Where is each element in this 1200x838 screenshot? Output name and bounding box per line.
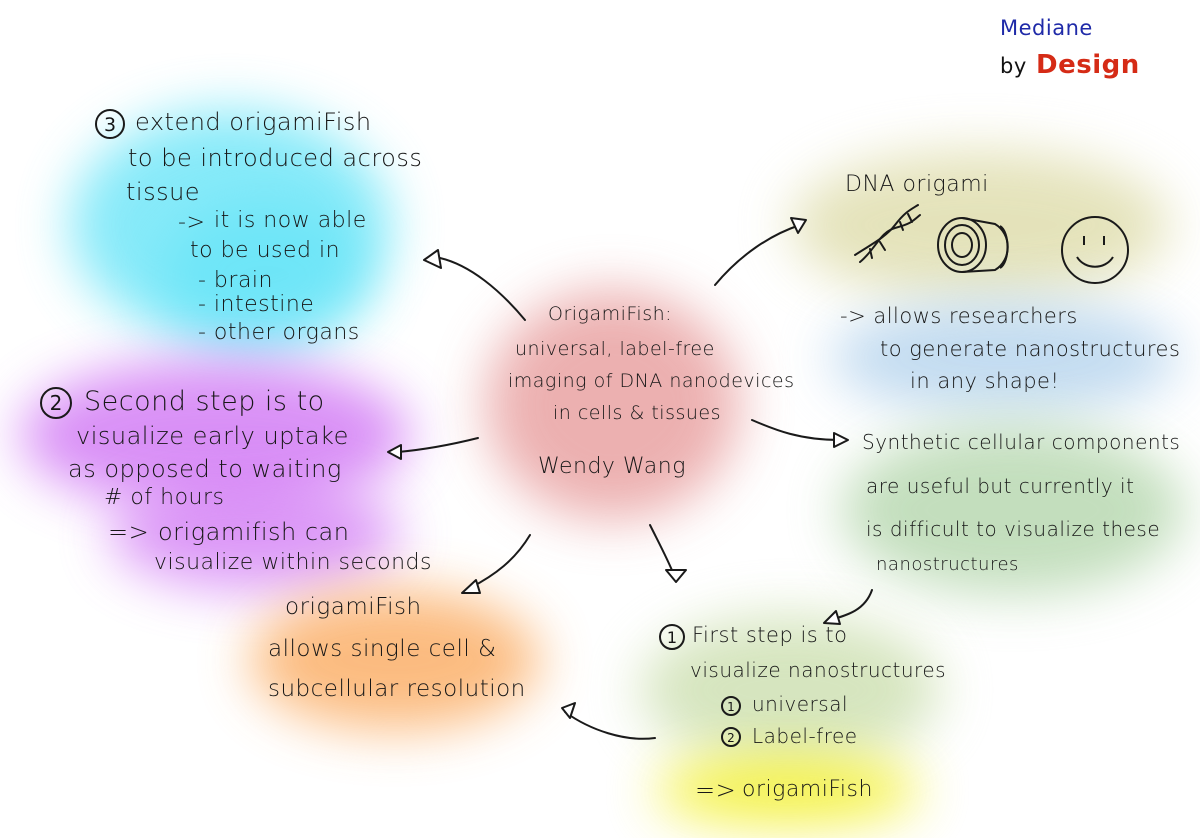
- resolution-line3: subcellular resolution: [268, 676, 526, 702]
- pink-highlight: [485, 290, 740, 520]
- step2-line2: visualize early uptake: [76, 422, 349, 450]
- step2-arrow: =>: [108, 518, 150, 546]
- step3-line1: extend origamiFish: [135, 108, 372, 136]
- sub2-circle: [721, 727, 741, 747]
- step3-item-intestine: - intestine: [198, 292, 315, 317]
- arrow-step1-to-resolution: [564, 711, 656, 740]
- cyan-highlight-2: [160, 200, 370, 350]
- step3-line4: it is now able: [214, 208, 367, 233]
- arrow-to-dna: [714, 224, 801, 286]
- step3-circle: [95, 109, 125, 139]
- center-author: Wendy Wang: [538, 454, 686, 479]
- origami-roll-icon: [937, 217, 1009, 273]
- step3-item-brain: - brain: [198, 268, 273, 293]
- sub2-number: 2: [727, 731, 735, 745]
- step1-line1: First step is to: [692, 623, 848, 647]
- light-green-highlight: [640, 615, 940, 765]
- step1-item2: Label-free: [752, 724, 858, 748]
- brand-line1: Mediane: [1000, 16, 1093, 40]
- step1-number: 1: [667, 628, 677, 647]
- dna-line2: to generate nanostructures: [880, 337, 1181, 361]
- green-highlight: [840, 425, 1185, 595]
- arrow-to-step3: [439, 257, 526, 321]
- synthetic-line3: is difficult to visualize these: [866, 517, 1161, 541]
- step2-line3: as opposed to waiting: [68, 455, 342, 483]
- blue-highlight: [830, 300, 1180, 415]
- step2-number: 2: [50, 391, 63, 415]
- step1-circle: [659, 624, 685, 650]
- center-line3: imaging of DNA nanodevices: [508, 370, 795, 392]
- brand-design: Design: [1036, 50, 1140, 80]
- arrowhead-step3: [423, 249, 442, 269]
- arrow-to-step2: [397, 437, 479, 453]
- step2-circle: [40, 387, 72, 419]
- synthetic-line2: are useful but currently it: [866, 474, 1135, 498]
- step3-line5: to be used in: [190, 238, 341, 263]
- yellow-highlight: [655, 755, 920, 825]
- step3-arrow: ->: [178, 210, 206, 235]
- center-line2: universal, label-free: [515, 338, 715, 360]
- orange-highlight: [250, 590, 540, 730]
- sub1-circle: [721, 696, 741, 716]
- arrow-to-synthetic: [751, 419, 841, 441]
- center-line4: in cells & tissues: [553, 402, 722, 424]
- step2-line4: # of hours: [104, 485, 225, 510]
- brand-by: by: [1000, 54, 1027, 78]
- resolution-line2: allows single cell &: [268, 636, 497, 662]
- dna-helix-icon: [854, 204, 921, 263]
- resolution-line1: origamiFish: [285, 594, 422, 620]
- step2-line1: Second step is to: [84, 386, 325, 417]
- step3-line3: tissue: [126, 178, 201, 206]
- arrowhead-resolution: [461, 579, 481, 594]
- center-title: OrigamiFish:: [548, 303, 673, 325]
- synthetic-line4: nanostructures: [876, 554, 1019, 575]
- step1-line2: visualize nanostructures: [690, 658, 947, 682]
- synthetic-line1: Synthetic cellular components: [862, 430, 1181, 454]
- arrowhead-dna: [790, 217, 807, 234]
- smiley-face-icon: [1061, 216, 1129, 284]
- arrowhead-step1-resolution: [561, 702, 576, 719]
- dna-line3: in any shape!: [910, 369, 1060, 393]
- step1-item1: universal: [752, 692, 849, 716]
- step2-line6: visualize within seconds: [154, 550, 432, 575]
- step1-result: origamiFish: [742, 777, 873, 802]
- purple-highlight-2: [110, 480, 400, 590]
- arrowhead-step1: [665, 569, 687, 583]
- step2-line5: origamifish can: [158, 518, 350, 546]
- arrowhead-step2: [387, 444, 402, 460]
- sub1-number: 1: [727, 700, 735, 714]
- step3-number: 3: [104, 114, 116, 136]
- olive-highlight: [790, 150, 1170, 300]
- dna-line1: -> allows researchers: [840, 304, 1078, 328]
- step1-result-arrow: =>: [695, 776, 737, 804]
- arrowhead-synthetic-step1: [823, 610, 841, 625]
- step3-line2: to be introduced across: [128, 144, 423, 172]
- dna-title: DNA origami: [845, 172, 989, 197]
- arrowhead-synthetic: [833, 432, 849, 448]
- step3-item-other: - other organs: [198, 320, 360, 345]
